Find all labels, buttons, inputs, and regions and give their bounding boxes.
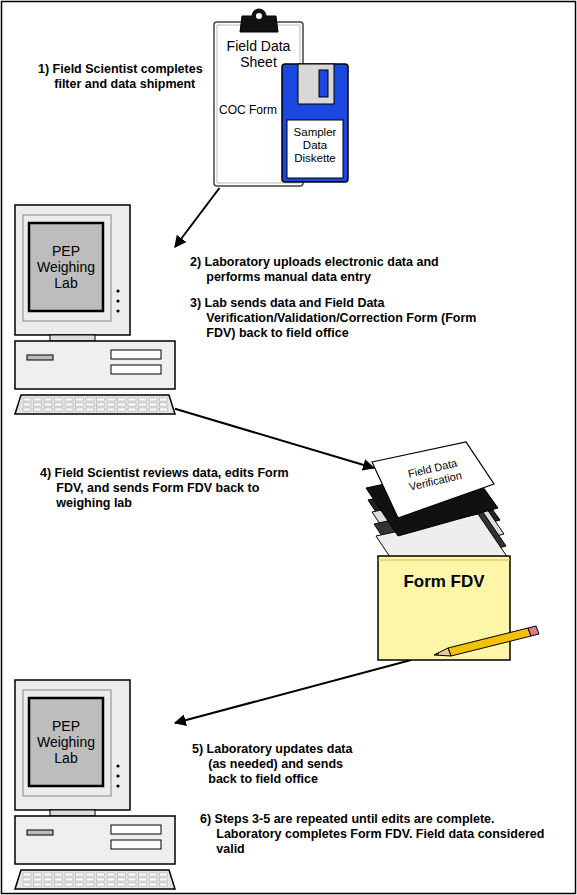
computer-outline [15,680,175,895]
step-text: 5) Laboratory updates data (as needed) a… [192,742,370,787]
flow-arrow [175,660,411,723]
computer-text: PEP Weighing Lab [31,700,101,784]
verification-sheet: Field Data Verification [370,440,496,520]
diskette: Sampler Data Diskette [282,64,348,182]
step-text: 6) Steps 3-5 are repeated until edits ar… [200,812,560,857]
computer: PEP Weighing Lab [15,680,175,895]
diskette-text: Sampler Data Diskette [288,126,342,166]
step-text: 4) Field Scientist reviews data, edits F… [40,466,308,511]
clipboard-text: COC Form [217,104,279,118]
step-text: 3) Lab sends data and Field Data Verific… [190,296,482,341]
form-pad-text: Form FDV [378,572,510,592]
computer-text: PEP Weighing Lab [31,225,101,309]
flow-arrow [175,188,219,247]
form-pad-outline [378,556,510,660]
computer: PEP Weighing Lab [15,205,175,415]
pencil [434,626,539,656]
form-pad: Form FDV [378,556,510,660]
flow-arrow [175,409,374,468]
step-text: 1) Field Scientist completes filter and … [38,62,210,92]
computer-outline [15,205,175,415]
step-text: 2) Laboratory uploads electronic data an… [190,255,490,285]
